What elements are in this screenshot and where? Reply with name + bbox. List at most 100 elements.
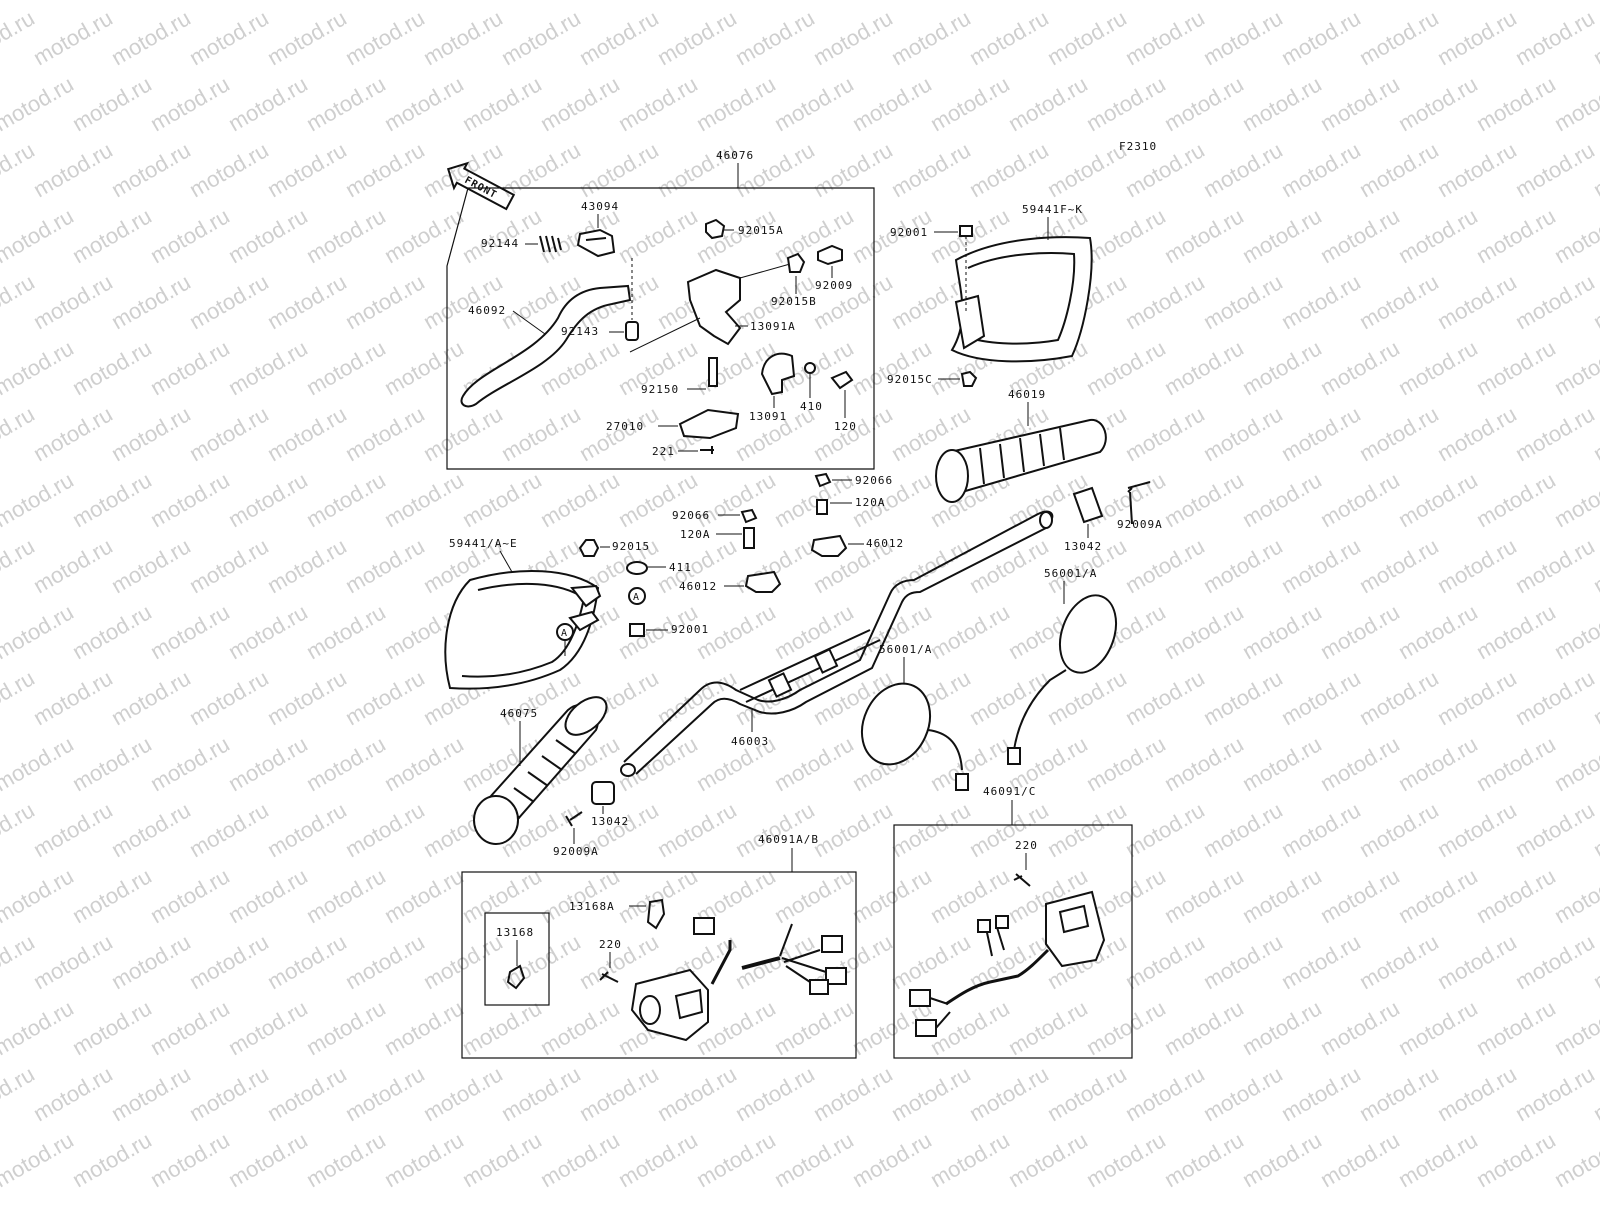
watermark-text: motod.ru <box>458 0 546 4</box>
bar-end-left: 13042 92009A <box>553 781 629 858</box>
watermark-text: motod.ru <box>0 731 78 796</box>
watermark-text: motod.ru <box>1043 5 1131 70</box>
watermark-text: motod.ru <box>887 137 975 202</box>
watermark-text: motod.ru <box>0 665 39 730</box>
washer-410 <box>804 362 816 374</box>
watermark-text: motod.ru <box>1043 1061 1131 1126</box>
watermark-text: motod.ru <box>1394 731 1482 796</box>
watermark-text: motod.ru <box>497 401 585 466</box>
watermark-text: motod.ru <box>1316 467 1404 532</box>
watermark-text: motod.ru <box>380 731 468 796</box>
watermark-text: motod.ru <box>887 5 975 70</box>
watermark-text: motod.ru <box>731 5 819 70</box>
callout-46091C: 46091/C <box>983 785 1036 798</box>
watermark-text: motod.ru <box>497 5 585 70</box>
watermark-text: motod.ru <box>458 1127 546 1192</box>
watermark-text: motod.ru <box>1316 731 1404 796</box>
watermark-text: motod.ru <box>302 71 390 136</box>
watermark-text: motod.ru <box>1316 0 1404 4</box>
watermark-text: motod.ru <box>692 1127 780 1192</box>
watermark-text: motod.ru <box>1550 599 1600 664</box>
hand-guard-left-mount-2 <box>568 610 600 632</box>
nut-92015 <box>578 539 600 557</box>
watermark-text: motod.ru <box>1238 863 1326 928</box>
watermark-text: motod.ru <box>1394 0 1482 4</box>
watermark-text: motod.ru <box>185 1061 273 1126</box>
inset-box-13168 <box>484 912 550 1006</box>
weight-13042-right <box>1072 486 1104 524</box>
watermark-text: motod.ru <box>1433 269 1521 334</box>
watermark-text: motod.ru <box>68 71 156 136</box>
callout-13042-left: 13042 <box>591 815 629 828</box>
watermark-text: motod.ru <box>1511 401 1599 466</box>
watermark-text: motod.ru <box>653 1061 741 1126</box>
switch-assembly-46091C: 46091/C 220 <box>893 785 1133 1059</box>
watermark-text: motod.ru <box>68 335 156 400</box>
ref-circle-A-2 <box>628 587 646 605</box>
watermark-text: motod.ru <box>536 467 624 532</box>
bolt-120A-b <box>743 527 755 549</box>
watermark-text: motod.ru <box>224 731 312 796</box>
watermark-text: motod.ru <box>0 863 78 928</box>
watermark-text: motod.ru <box>926 0 1014 4</box>
watermark-text: motod.ru <box>1550 995 1600 1060</box>
watermark-text: motod.ru <box>419 1061 507 1126</box>
watermark-text: motod.ru <box>614 1127 702 1192</box>
watermark-text: motod.ru <box>1472 995 1560 1060</box>
watermark-text: motod.ru <box>302 203 390 268</box>
watermark-text: motod.ru <box>1160 599 1248 664</box>
mirror-56001A-right-stem <box>1013 669 1067 751</box>
callout-92009: 92009 <box>815 279 853 292</box>
connector-right-c <box>909 989 931 1007</box>
watermark-text: motod.ru <box>185 929 273 994</box>
callout-221: 221 <box>652 445 675 458</box>
callout-43094: 43094 <box>581 200 619 213</box>
screw-220-left <box>599 971 619 983</box>
front-arrow-icon <box>446 161 516 211</box>
watermark-text: motod.ru <box>1238 731 1326 796</box>
watermark-text: motod.ru <box>146 467 234 532</box>
watermark-text: motod.ru <box>458 71 546 136</box>
watermark-text: motod.ru <box>29 929 117 994</box>
callout-92001-left: 92001 <box>671 623 709 636</box>
watermark-text: motod.ru <box>1160 71 1248 136</box>
watermark-text: motod.ru <box>1316 995 1404 1060</box>
switch-housing-left-button <box>674 988 704 1020</box>
watermark-text: motod.ru <box>1394 863 1482 928</box>
watermark-text: motod.ru <box>263 665 351 730</box>
callout-411: 411 <box>669 561 692 574</box>
connector-left-a <box>693 917 715 935</box>
mirror-56001A-right-mount <box>1007 747 1021 765</box>
watermark-text: motod.ru <box>68 731 156 796</box>
mirror-right: 56001/A <box>1007 567 1118 765</box>
watermark-text: motod.ru <box>1511 269 1599 334</box>
watermark-text: motod.ru <box>692 0 780 4</box>
watermark-text: motod.ru <box>263 5 351 70</box>
watermark-text: motod.ru <box>263 797 351 862</box>
watermark-text: motod.ru <box>731 797 819 862</box>
callout-27010: 27010 <box>606 420 644 433</box>
watermark-text: motod.ru <box>29 533 117 598</box>
watermark-text: motod.ru <box>1433 5 1521 70</box>
watermark-text: motod.ru <box>1472 71 1560 136</box>
watermark-text: motod.ru <box>380 863 468 928</box>
watermark-text: motod.ru <box>848 863 936 928</box>
watermark-text: motod.ru <box>848 1127 936 1192</box>
watermark-text: motod.ru <box>302 863 390 928</box>
watermark-text: motod.ru <box>1472 467 1560 532</box>
watermark-text: motod.ru <box>731 929 819 994</box>
watermark-text: motod.ru <box>0 797 39 862</box>
watermark-text: motod.ru <box>68 995 156 1060</box>
screw-221 <box>700 446 714 454</box>
watermark-text: motod.ru <box>107 5 195 70</box>
mirror-56001A-right-glass <box>1058 594 1118 674</box>
watermark-text: motod.ru <box>1355 665 1443 730</box>
clamp-hardware-upper: 92066 120A 46012 92066 120A 46012 <box>672 472 903 593</box>
callout-92144: 92144 <box>481 237 519 250</box>
callout-46019: 46019 <box>1008 388 1046 401</box>
switch-housing-left-bore <box>639 995 661 1025</box>
watermark-text: motod.ru <box>380 71 468 136</box>
watermark-text: motod.ru <box>380 0 468 4</box>
clip-13168 <box>506 964 526 990</box>
watermark-text: motod.ru <box>1277 665 1365 730</box>
